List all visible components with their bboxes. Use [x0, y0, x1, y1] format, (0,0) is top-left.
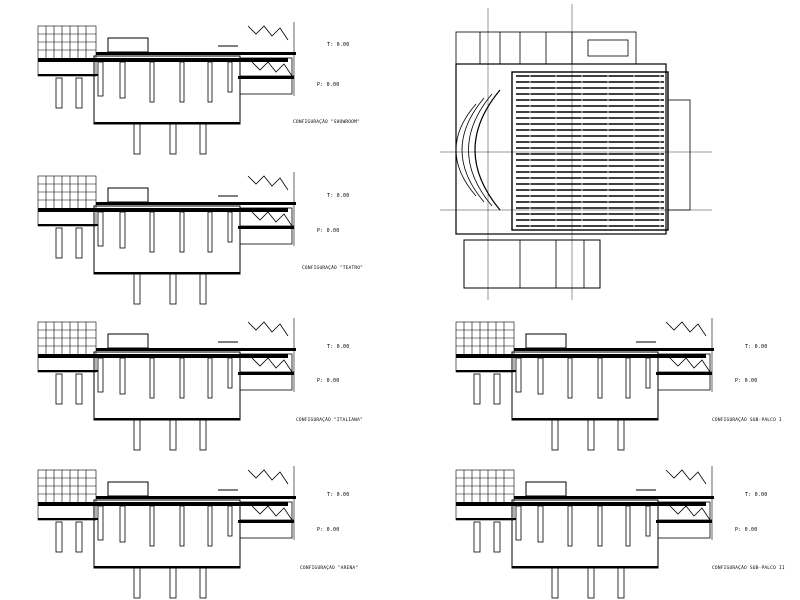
level-top-s2: T: 0.00	[327, 193, 350, 199]
section-drawing-3	[37, 317, 297, 451]
level-bottom-s4: P: 0.00	[317, 527, 340, 533]
level-bottom-s3: P: 0.00	[317, 378, 340, 384]
floor-plan-drawing	[440, 4, 712, 300]
section-drawing-4	[37, 465, 297, 599]
level-top-s3: T: 0.00	[327, 344, 350, 350]
level-bottom-s6: P: 0.00	[735, 527, 758, 533]
level-top-s1: T: 0.00	[327, 42, 350, 48]
stage-grid	[516, 74, 664, 228]
section-drawing-6	[455, 465, 715, 599]
caption-s1: CONFIGURAÇÃO "SHOWROOM"	[293, 120, 360, 125]
level-top-s4: T: 0.00	[327, 492, 350, 498]
caption-s6: CONFIGURAÇÃO SUB-PALCO II	[712, 566, 785, 571]
caption-s4: CONFIGURAÇÃO "ARENA"	[300, 566, 359, 571]
caption-s2: CONFIGURAÇÃO "TEATRO"	[302, 266, 364, 271]
level-bottom-s5: P: 0.00	[735, 378, 758, 384]
level-bottom-s1: P: 0.00	[317, 82, 340, 88]
section-drawing-1	[37, 21, 297, 155]
level-bottom-s2: P: 0.00	[317, 228, 340, 234]
section-drawing-2	[37, 171, 297, 305]
level-top-s6: T: 0.00	[745, 492, 768, 498]
caption-s5: CONFIGURAÇÃO SUB-PALCO I	[712, 418, 782, 423]
level-top-s5: T: 0.00	[745, 344, 768, 350]
caption-s3: CONFIGURAÇÃO "ITALIANA"	[296, 418, 363, 423]
section-drawing-5	[455, 317, 715, 451]
